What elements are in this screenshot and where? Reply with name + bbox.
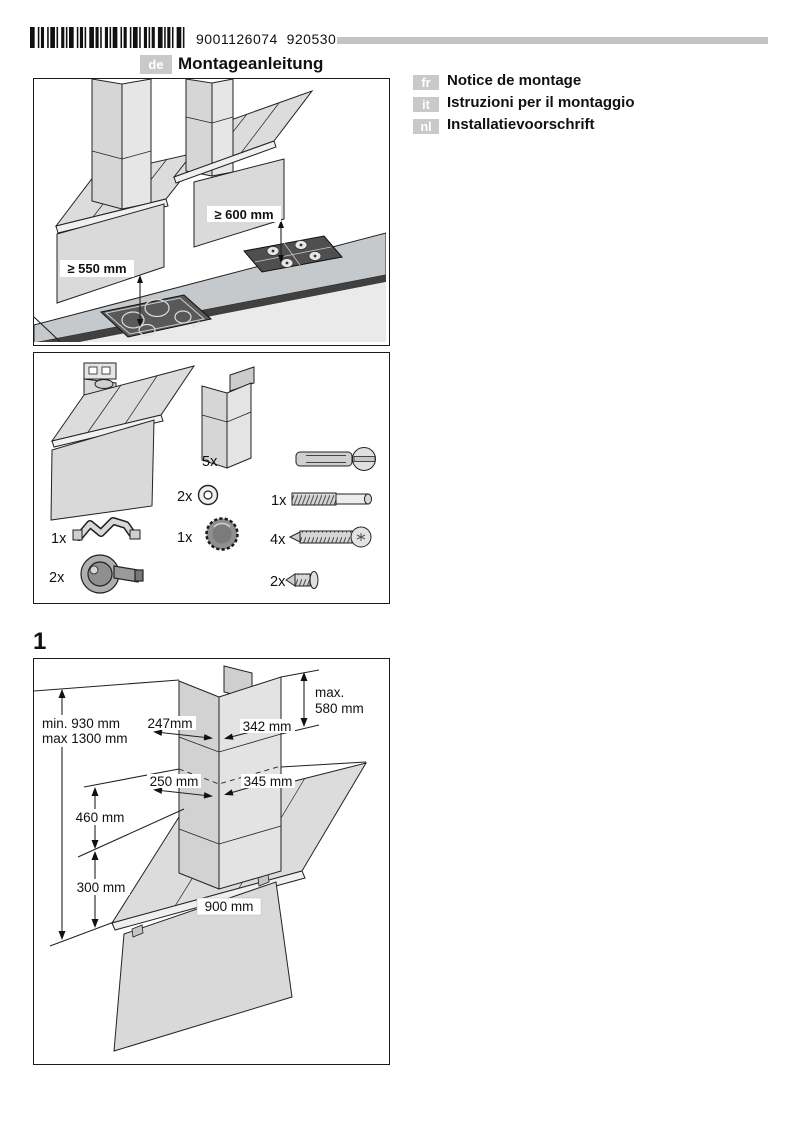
figure-clearance-diagram: ≥ 550 mm ≥ 600 mm (33, 78, 390, 346)
dim-342: 342 mm (243, 719, 292, 734)
qty-bracket: 1x (51, 531, 67, 547)
language-title-nl: Installatievoorschrift (447, 116, 595, 133)
dim-height-min: min. 930 mm (42, 716, 120, 731)
cooktop-gas (243, 235, 343, 273)
language-chip-it: it (413, 97, 439, 112)
language-chip-de: de (140, 55, 172, 74)
dimension-580-arrow (300, 672, 308, 727)
qty-wall-anchor: 5x (202, 454, 218, 470)
qty-knob: 1x (177, 530, 193, 546)
clearance-arrow-right (278, 220, 284, 263)
hood-unit (50, 362, 196, 521)
chimney-cover (201, 366, 255, 469)
dimension-250-arrow (153, 787, 213, 799)
dim-580: 580 mm (315, 701, 364, 716)
language-title-it: Istruzioni per il montaggio (447, 94, 635, 111)
reference-lines (34, 669, 367, 947)
part-screw (288, 526, 372, 548)
dim-345: 345 mm (244, 774, 293, 789)
part-small-screw (285, 571, 319, 589)
qty-small-screw: 2x (270, 574, 286, 590)
cooktop-electric (99, 294, 213, 338)
part-hanger-bolt (291, 492, 372, 506)
dim-height-max: max 1300 mm (42, 731, 128, 746)
dim-460: 460 mm (76, 810, 125, 825)
part-washer (197, 484, 219, 506)
part-knob (205, 517, 239, 551)
figure-parts-overview: 1x 2x 2x 1x (33, 352, 390, 604)
dim-900: 900 mm (205, 899, 254, 914)
clearance-label-left: ≥ 550 mm (67, 261, 126, 276)
barcode-number: 9001126074 920530 (196, 31, 337, 47)
language-title-fr: Notice de montage (447, 72, 582, 89)
dim-247: 247mm (147, 716, 192, 731)
clearance-arrow-left (137, 275, 143, 327)
header-separator-bar (337, 37, 768, 44)
hood-right (172, 79, 314, 248)
language-chip-fr: fr (413, 75, 439, 90)
clearance-label-right: ≥ 600 mm (214, 207, 273, 222)
hood-left (54, 79, 206, 304)
part-bracket (72, 517, 141, 541)
page-title: Montageanleitung (178, 54, 324, 73)
dim-max-word: max. (315, 685, 344, 700)
figure-dimension-drawing: min. 930 mm max 1300 mm max. 580 mm 247m… (33, 658, 390, 1065)
part-wall-holder (80, 554, 144, 594)
dim-300: 300 mm (77, 880, 126, 895)
qty-screw: 4x (270, 532, 286, 548)
barcode (30, 27, 185, 48)
step-number: 1 (33, 628, 47, 655)
dim-900-background (196, 897, 262, 916)
dim-250: 250 mm (150, 774, 199, 789)
part-wall-anchor (295, 447, 376, 471)
qty-hanger-bolt: 1x (271, 493, 287, 509)
language-chip-nl: nl (413, 119, 439, 134)
qty-washer: 2x (177, 489, 193, 505)
dimension-247-arrow (153, 729, 213, 741)
qty-wall-holder: 2x (49, 570, 65, 586)
